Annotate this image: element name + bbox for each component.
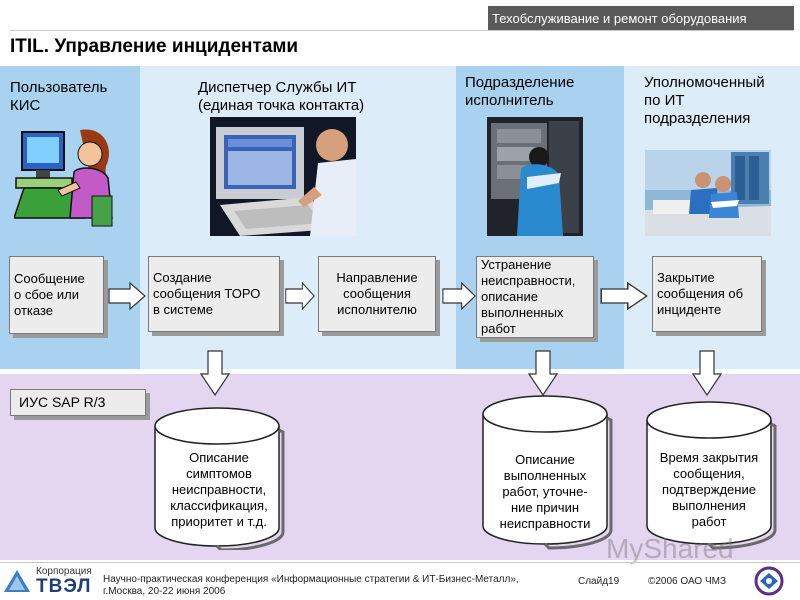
copyright: ©2006 ОАО ЧМЗ (648, 576, 726, 587)
conference-location: г.Москва, 20-22 июня 2006 (103, 586, 226, 597)
footer-divider (0, 562, 800, 563)
database-description-closing: Время закрытия сообщения, подтверждение … (650, 450, 768, 530)
column-header-line: (единая точка контакта) (198, 97, 365, 114)
column-header-dispatcher: Диспетчер Службы ИТ (единая точка контак… (198, 79, 364, 115)
process-step-line: в системе (153, 302, 213, 317)
column-header-line: подразделения (644, 110, 751, 127)
process-step-line: сообщения (343, 286, 411, 301)
database-text-line: сообщения, (673, 466, 745, 481)
technician-photo (487, 117, 583, 236)
database-text-line: Описание (189, 450, 249, 465)
column-header-line: Уполномоченный (644, 74, 765, 91)
chmz-logo (754, 566, 784, 596)
conference-title: Научно-практическая конференция «Информа… (103, 574, 519, 585)
column-header-line: КИС (10, 97, 41, 114)
column-header-line: Диспетчер Службы ИТ (198, 79, 357, 96)
process-step-line: сообщения об (657, 286, 744, 301)
process-step-fix-and-describe: Устранение неисправности, описание выпол… (476, 256, 594, 338)
right-arrow-icon (108, 282, 146, 310)
sap-system-label: ИУС SAP R/3 (10, 389, 146, 416)
down-arrow-icon (528, 350, 558, 396)
dispatcher-photo (210, 117, 356, 236)
database-text-line: выполнения (672, 498, 746, 513)
column-header-user: Пользователь КИС (10, 79, 107, 115)
database-text-line: неисправности (499, 516, 591, 531)
database-text-line: неисправности, (171, 482, 267, 497)
process-step-route-to-executor: Направление сообщения исполнителю (318, 256, 436, 332)
right-arrow-icon (442, 282, 476, 310)
database-text-line: работ (691, 514, 727, 529)
process-step-line: описание (481, 289, 538, 304)
process-step-line: работ (481, 321, 516, 336)
logo-wordmark: ТВЭЛ (36, 576, 92, 597)
column-header-line: исполнитель (465, 92, 554, 109)
process-step-line: отказе (14, 303, 53, 318)
process-step-line: Устранение (481, 257, 552, 272)
database-text-line: классификация, (170, 498, 268, 513)
column-header-executor: Подразделение исполнитель (465, 74, 574, 110)
process-step-line: сообщения ТОРО (153, 286, 261, 301)
down-arrow-icon (692, 350, 722, 396)
database-text-line: работ, уточне- (502, 484, 588, 499)
logo-caption: Корпорация (36, 566, 92, 577)
right-arrow-icon (285, 282, 315, 310)
process-step-line: исполнителю (337, 302, 417, 317)
page-title: ITIL. Управление инцидентами (10, 36, 299, 57)
column-header-line: Подразделение (465, 74, 575, 91)
slide-number: Слайд19 (578, 576, 620, 587)
database-text-line: подтверждение (662, 482, 756, 497)
process-step-line: Сообщение (14, 271, 85, 286)
column-header-line: по ИТ (644, 92, 685, 109)
database-text-line: Время закрытия (659, 450, 759, 465)
process-step-line: инциденте (657, 302, 722, 317)
process-step-line: Направление (336, 270, 418, 285)
database-cylinder-icon (482, 395, 613, 550)
database-text-line: выполненных (503, 468, 587, 483)
column-header-it-officer: Уполномоченный по ИТ подразделения (644, 74, 765, 128)
database-description-works: Описание выполненных работ, уточне- ние … (486, 452, 604, 532)
database-text-line: приоритет и т.д. (171, 514, 267, 529)
process-step-line: неисправности, (481, 273, 576, 288)
process-step-failure-report: Сообщение о сбое или отказе (9, 256, 104, 334)
user-at-computer-illustration (14, 129, 113, 227)
down-arrow-icon (200, 350, 230, 396)
header-banner: Техобслуживание и ремонт оборудования (488, 6, 794, 31)
column-header-line: Пользователь (10, 79, 108, 96)
process-step-line: о сбое или (14, 287, 79, 302)
process-step-line: Закрытие (657, 270, 715, 285)
process-step-line: Создание (153, 270, 212, 285)
database-description-symptoms: Описание симптомов неисправности, класси… (160, 450, 278, 530)
header-divider (10, 30, 794, 31)
database-text-line: Описание (515, 452, 575, 467)
office-workers-photo (645, 150, 771, 236)
tvel-logo (4, 570, 30, 592)
process-step-close-incident: Закрытие сообщения об инциденте (652, 256, 762, 332)
database-cylinder-icon (154, 407, 285, 550)
database-text-line: ние причин (510, 500, 580, 515)
database-cylinder-icon (646, 401, 777, 550)
watermark-text: MyShared (606, 533, 734, 564)
process-step-line: выполненных (481, 305, 564, 320)
right-arrow-icon (600, 282, 648, 310)
process-step-create-message: Создание сообщения ТОРО в системе (148, 256, 280, 332)
database-text-line: симптомов (186, 466, 252, 481)
